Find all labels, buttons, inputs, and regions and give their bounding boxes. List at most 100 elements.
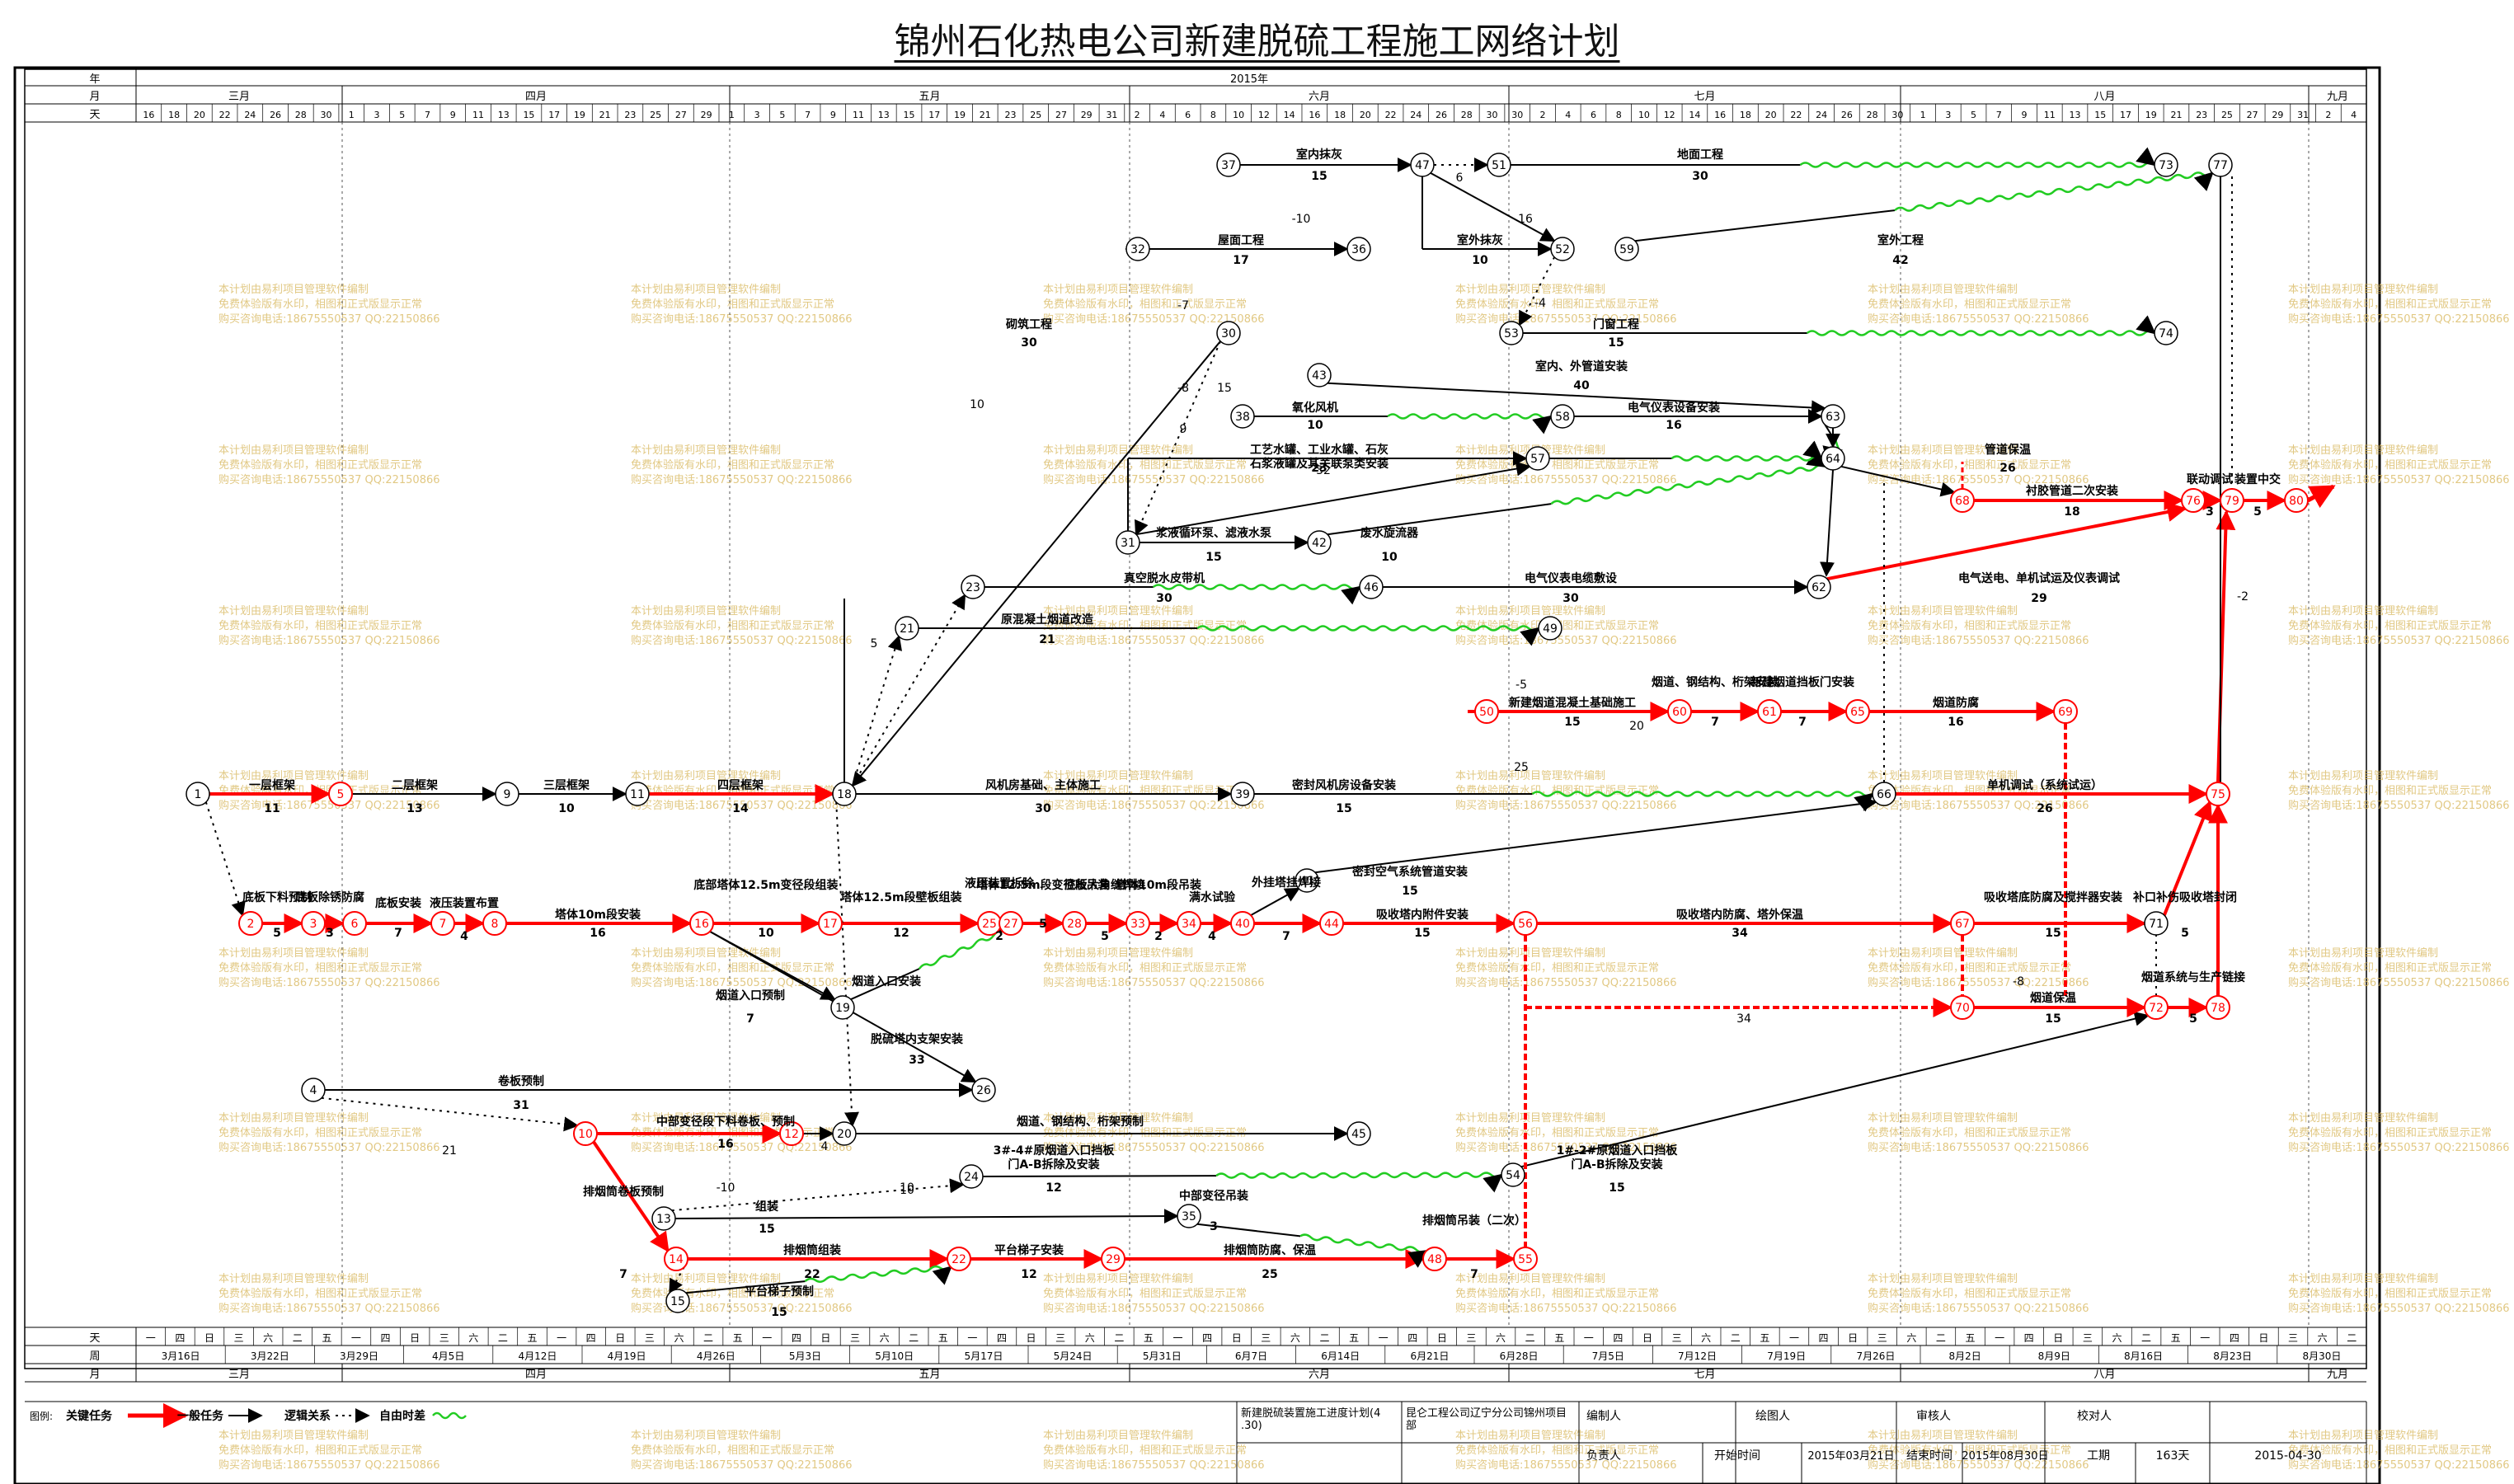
task-duration: 7	[746, 1012, 754, 1026]
header-day: 7	[805, 110, 811, 120]
task-name: 塔体10m段吊装	[1116, 878, 1202, 892]
node-circle	[1125, 911, 1150, 936]
header-month: 九月	[2327, 91, 2348, 103]
task-name: 排烟筒组装	[783, 1243, 842, 1257]
watermark-text: 购买咨询电话:18675550537 QQ:22150866	[1455, 312, 1677, 326]
footer-weekday: 六	[1290, 1332, 1300, 1344]
free-float-line	[804, 1265, 952, 1285]
task-name: 屋面工程	[1218, 234, 1264, 247]
task-name: 3#-4#原烟道入口挡板	[994, 1144, 1116, 1158]
node-circle	[1307, 363, 1332, 387]
task-name: 底板大角缝焊接	[1064, 878, 1145, 892]
footer-weekday: 五	[1965, 1332, 1975, 1344]
footer-weekday: 六	[263, 1332, 273, 1344]
task-name: 平台梯子安装	[994, 1243, 1064, 1257]
footer-weekday: 四	[792, 1332, 801, 1344]
footer-weekday: 五	[1349, 1332, 1359, 1344]
node-circle	[430, 911, 455, 936]
lag-label: 10	[970, 398, 984, 411]
header-day: 27	[2247, 110, 2258, 120]
info-end-value: 2015年08月30日	[1962, 1450, 2048, 1463]
footer-weekday: 五	[322, 1332, 331, 1344]
node-number: 27	[1003, 918, 1018, 931]
watermark-text: 免费体验版有水印，相图和正式版显示正常	[1868, 1444, 2071, 1457]
node-circle	[2208, 153, 2233, 177]
task-duration: 5	[2253, 505, 2262, 519]
footer-weekday: 四	[997, 1332, 1007, 1344]
footer-weekday: 二	[2347, 1332, 2357, 1344]
node-circle	[495, 782, 519, 806]
node-number: 64	[1826, 453, 1840, 466]
watermark-text: 购买咨询电话:18675550537 QQ:22150866	[219, 312, 440, 326]
task-name: 工艺水罐、工业水罐、石灰	[1250, 443, 1389, 457]
logic-relation-line	[1135, 340, 1222, 536]
task-name: 中部变径段下料卷板、预制	[656, 1115, 795, 1129]
watermark-text: 免费体验版有水印，相图和正式版显示正常	[219, 1126, 422, 1139]
node-number: 62	[1811, 581, 1826, 594]
watermark-text: 本计划由易利项目管理软件编制	[2288, 1430, 2438, 1442]
task-name: 联动调试	[2187, 472, 2233, 486]
task-duration: 3	[2206, 505, 2214, 519]
node-number: 2	[247, 918, 255, 931]
node-circle	[573, 1121, 598, 1146]
node-circle	[1513, 911, 1538, 936]
node-number: 73	[2159, 159, 2173, 172]
legend-item: 逻辑关系	[284, 1409, 331, 1423]
node-number: 55	[1518, 1253, 1533, 1266]
node-number: 28	[1067, 918, 1082, 931]
watermark-text: 购买咨询电话:18675550537 QQ:22150866	[2288, 1458, 2510, 1472]
watermark-text: 购买咨询电话:18675550537 QQ:22150866	[1868, 1458, 2089, 1472]
node-number: 11	[630, 788, 645, 801]
task-duration: 17	[1233, 254, 1248, 267]
task-name: 门A-B拆除及安装	[1008, 1158, 1100, 1172]
node-number: 16	[694, 918, 709, 931]
normal-task-line	[1327, 382, 1826, 416]
node-circle	[1410, 153, 1435, 177]
task-duration: 5	[1039, 918, 1047, 931]
footer-week: 3月22日	[251, 1350, 289, 1362]
footer-weekday: 一	[1379, 1332, 1389, 1344]
watermark-text: 购买咨询电话:18675550537 QQ:22150866	[2288, 1302, 2510, 1315]
watermark-text: 购买咨询电话:18675550537 QQ:22150866	[1868, 312, 2089, 326]
task-duration: 15	[1608, 336, 1624, 350]
task-name: 三层框架	[543, 778, 590, 792]
task-name: 烟道保温	[2030, 991, 2076, 1005]
watermark-text: 购买咨询电话:18675550537 QQ:22150866	[1455, 1141, 1677, 1154]
node-circle	[1667, 699, 1692, 724]
watermark-text: 本计划由易利项目管理软件编制	[2288, 770, 2438, 782]
node-number: 39	[1235, 788, 1250, 801]
node-number: 37	[1221, 159, 1236, 172]
node-circle	[1501, 1162, 1525, 1187]
node-number: 33	[1130, 918, 1145, 931]
task-name: 塔体10m段安装	[555, 908, 641, 922]
footer-weekday: 四	[175, 1332, 185, 1344]
footer-weekday: 二	[909, 1332, 919, 1344]
watermark-text: 本计划由易利项目管理软件编制	[2288, 284, 2438, 296]
legend-float-line	[432, 1411, 467, 1420]
free-float-line	[1671, 440, 1823, 462]
watermark-text: 免费体验版有水印，相图和正式版显示正常	[219, 458, 422, 472]
watermark-text: 购买咨询电话:18675550537 QQ:22150866	[1043, 799, 1265, 812]
node-circle	[1216, 321, 1241, 345]
node-number: 17	[823, 918, 838, 931]
watermark-text: 免费体验版有水印，相图和正式版显示正常	[1455, 1287, 1659, 1300]
legend-label: 图例:	[30, 1411, 53, 1422]
task-name: 烟道入口预制	[716, 989, 785, 1003]
watermark-text: 免费体验版有水印，相图和正式版显示正常	[1043, 458, 1247, 472]
header-day: 21	[599, 110, 611, 120]
footer-weekday: 三	[1055, 1332, 1065, 1344]
watermark-text: 购买咨询电话:18675550537 QQ:22150866	[1868, 634, 2089, 647]
node-circle	[301, 911, 326, 936]
task-duration: 5	[273, 927, 281, 940]
node-number: 42	[1312, 537, 1327, 550]
task-duration: 10	[1381, 551, 1398, 564]
task-duration: 16	[717, 1138, 733, 1151]
header-day: 2	[2325, 110, 2331, 120]
footer-week: 8月2日	[1948, 1350, 1981, 1362]
node-number: 49	[1543, 622, 1558, 636]
footer-weekday: 日	[2258, 1332, 2268, 1344]
watermark-text: 本计划由易利项目管理软件编制	[219, 284, 369, 296]
task-duration: 16	[1666, 419, 1681, 432]
task-duration: 7	[1711, 716, 1719, 729]
node-circle	[1359, 575, 1384, 599]
